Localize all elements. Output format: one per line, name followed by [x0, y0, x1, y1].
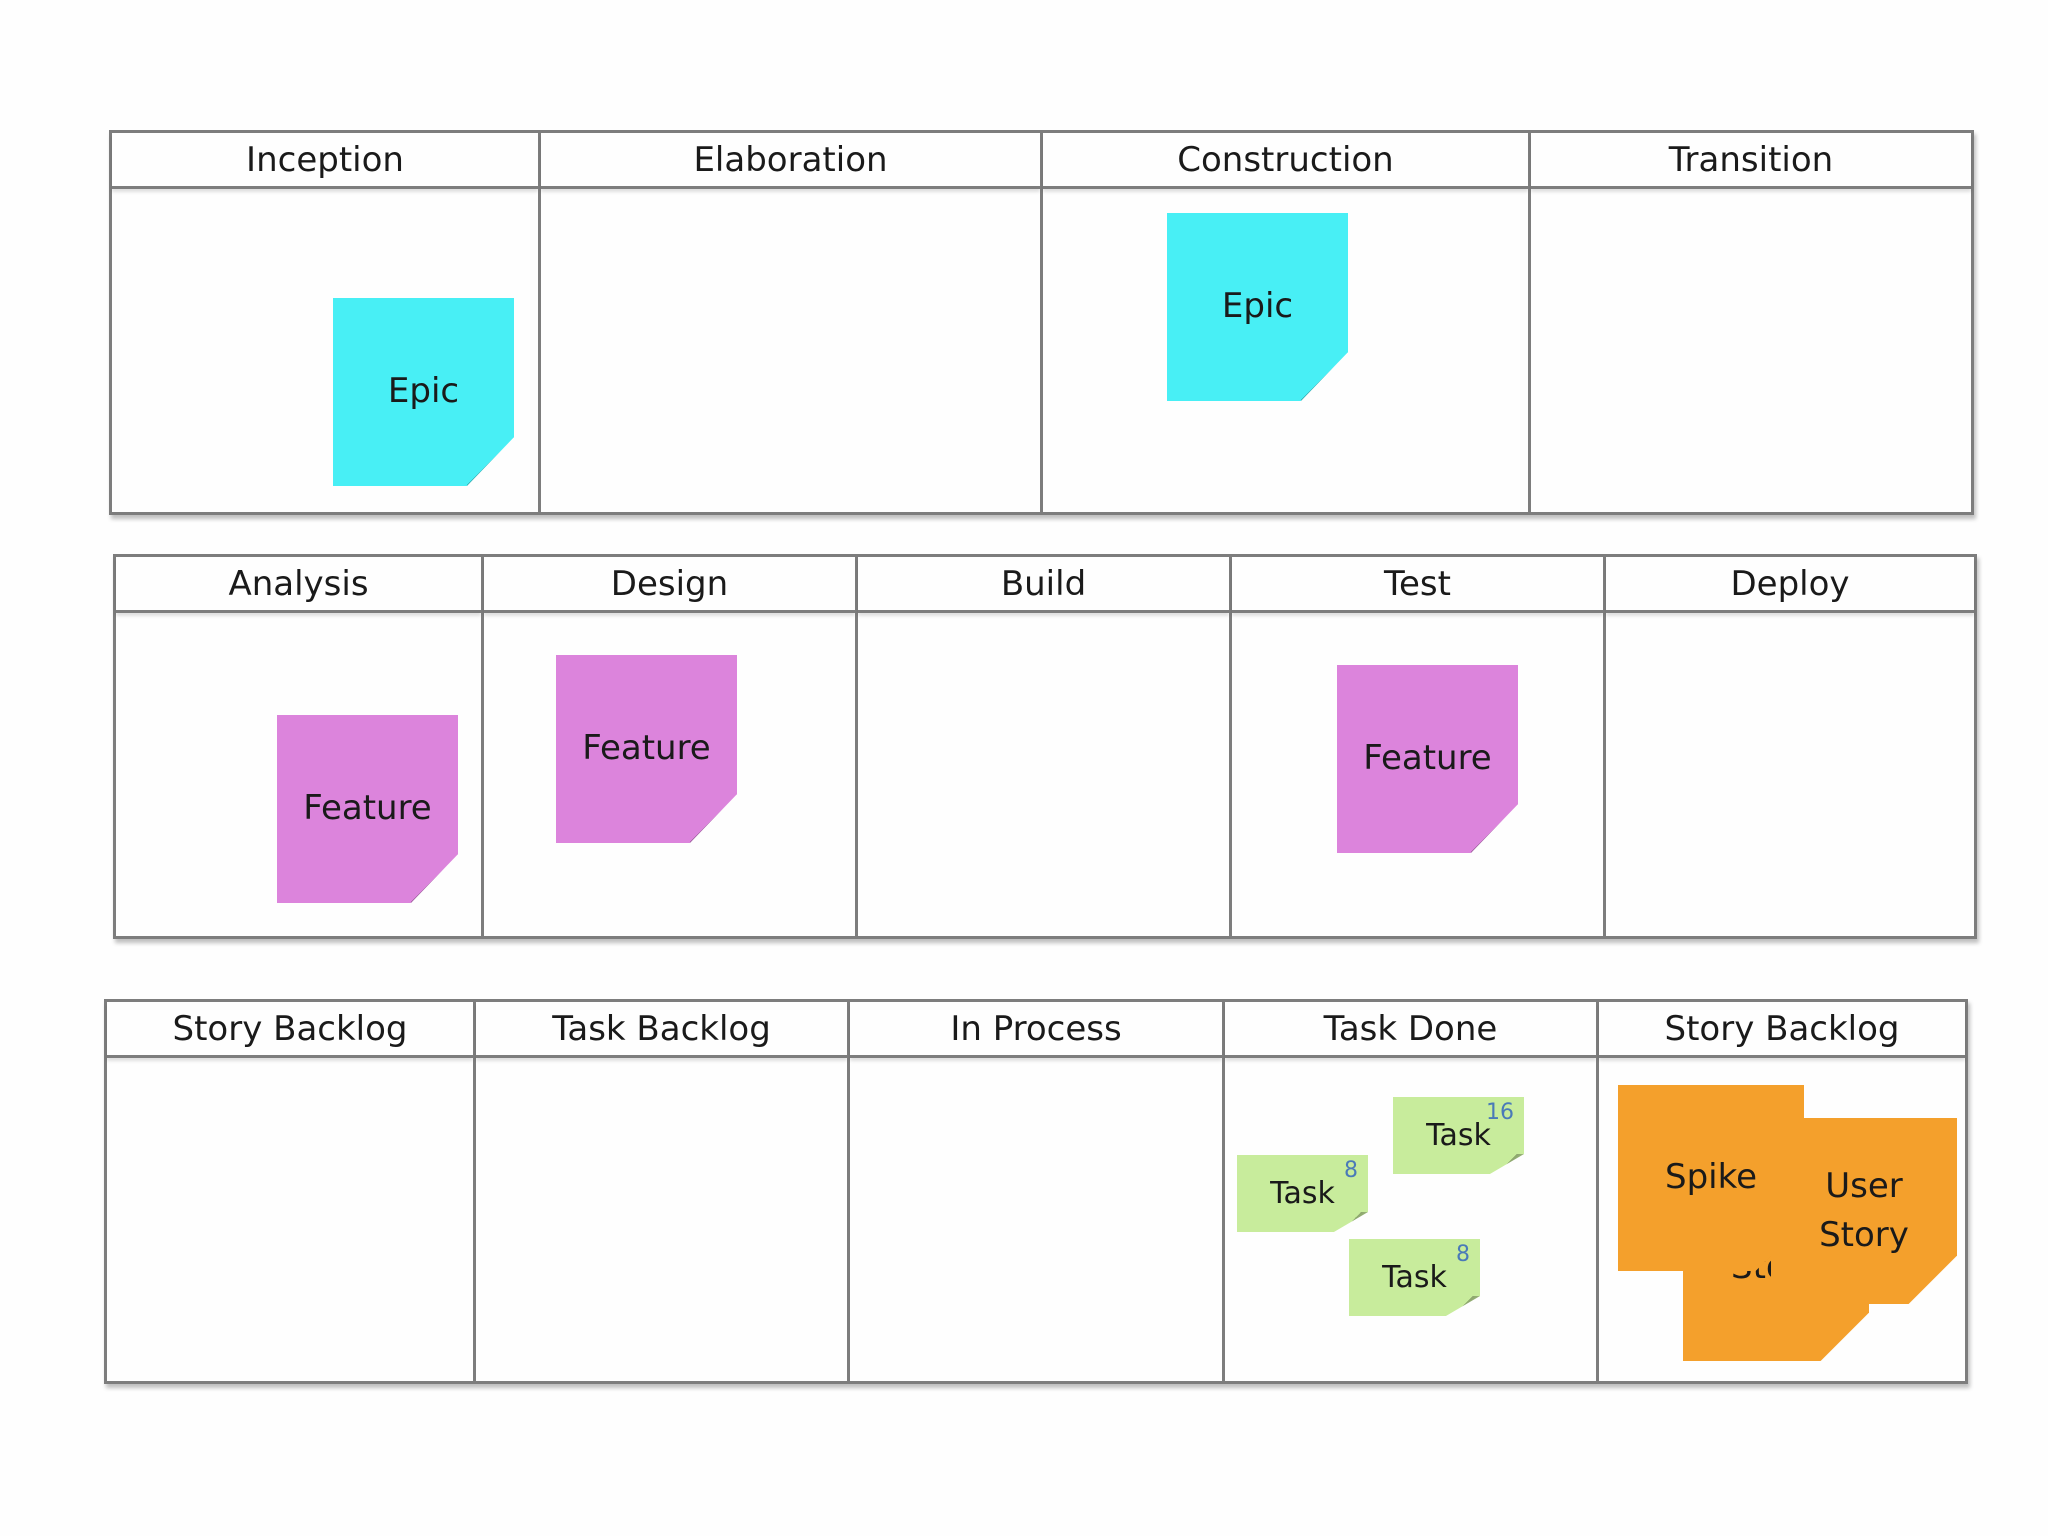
- task-estimate: 8: [1344, 1158, 1358, 1183]
- note-label: Feature: [303, 788, 432, 829]
- column-design: Design: [481, 557, 855, 936]
- column-header: Construction: [1043, 133, 1528, 189]
- column-header: Deploy: [1606, 557, 1974, 613]
- column-task-backlog: Task Backlog: [473, 1002, 847, 1381]
- note-label: Feature: [582, 728, 711, 769]
- column-header: Test: [1232, 557, 1603, 613]
- column-test: Test: [1229, 557, 1603, 936]
- note-label: Task: [1270, 1175, 1335, 1211]
- note-label: Epic: [387, 371, 460, 412]
- note-label: User Story: [1819, 1165, 1909, 1255]
- column-header: Elaboration: [541, 133, 1040, 189]
- task-sticky-note[interactable]: Task 8: [1237, 1155, 1368, 1232]
- column-header: Story Backlog: [107, 1002, 473, 1058]
- note-label: Feature: [1363, 738, 1492, 779]
- column-task-done: Task Done: [1222, 1002, 1596, 1381]
- column-header: Analysis: [116, 557, 481, 613]
- feature-sticky-note[interactable]: Feature: [1337, 665, 1518, 853]
- task-estimate: 16: [1486, 1100, 1514, 1125]
- task-sticky-note[interactable]: Task 8: [1349, 1239, 1480, 1316]
- column-deploy: Deploy: [1603, 557, 1974, 936]
- column-build: Build: [855, 557, 1229, 936]
- column-transition: Transition: [1528, 133, 1971, 512]
- column-header: Task Backlog: [476, 1002, 847, 1058]
- column-in-process: In Process: [847, 1002, 1222, 1381]
- column-story-backlog: Story Backlog: [107, 1002, 473, 1381]
- column-header: In Process: [850, 1002, 1222, 1058]
- column-header: Task Done: [1225, 1002, 1596, 1058]
- column-analysis: Analysis: [116, 557, 481, 936]
- column-story-done: Story Backlog: [1596, 1002, 1965, 1381]
- column-header: Design: [484, 557, 855, 613]
- user-story-sticky-note[interactable]: User Story: [1771, 1118, 1957, 1304]
- column-inception: Inception: [112, 133, 538, 512]
- feature-sticky-note[interactable]: Feature: [277, 715, 458, 903]
- note-label: Epic: [1221, 286, 1294, 327]
- task-estimate: 8: [1456, 1242, 1470, 1267]
- feature-sticky-note[interactable]: Feature: [556, 655, 737, 843]
- column-header: Story Backlog: [1599, 1002, 1965, 1058]
- note-label: Spike: [1664, 1157, 1757, 1198]
- epic-sticky-note[interactable]: Epic: [333, 298, 514, 486]
- column-elaboration: Elaboration: [538, 133, 1040, 512]
- column-construction: Construction: [1040, 133, 1528, 512]
- column-header: Inception: [112, 133, 538, 189]
- note-label: Task: [1426, 1117, 1491, 1153]
- epic-sticky-note[interactable]: Epic: [1167, 213, 1348, 401]
- column-header: Build: [858, 557, 1229, 613]
- note-label: Task: [1382, 1259, 1447, 1295]
- column-header: Transition: [1531, 133, 1971, 189]
- task-sticky-note[interactable]: Task 16: [1393, 1097, 1524, 1174]
